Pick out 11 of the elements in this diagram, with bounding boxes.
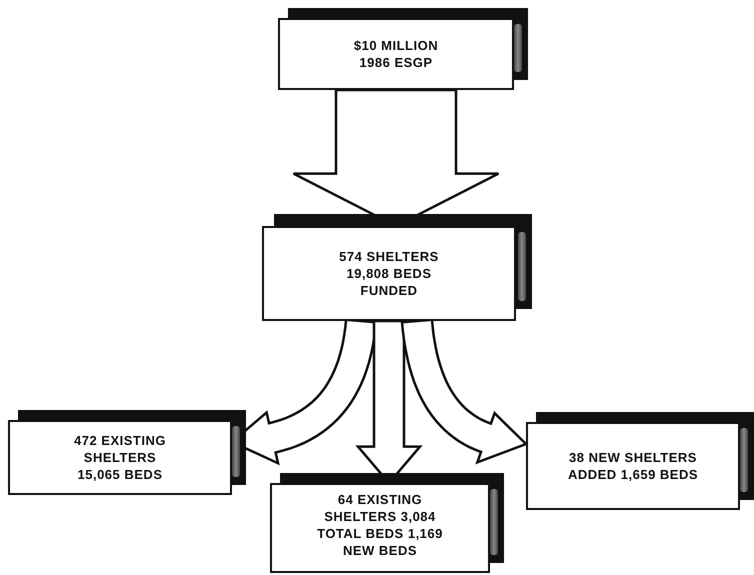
shadowed-box [526, 412, 754, 510]
shadowed-box [270, 473, 504, 573]
shadowed-box [278, 8, 528, 90]
shadowed-box [262, 214, 532, 321]
block-arrow [400, 318, 528, 464]
box-text: 574 SHELTERS 19,808 BEDS FUNDED [338, 248, 440, 299]
box-text: 472 EXISTING SHELTERS 15,065 BEDS [73, 432, 167, 483]
box-text: 38 NEW SHELTERS ADDED 1,659 BEDS [566, 449, 700, 483]
shadowed-box [8, 410, 246, 495]
box-text: $10 MILLION 1986 ESGP [352, 37, 440, 71]
box-text: 64 EXISTING SHELTERS 3,084 TOTAL BEDS 1,169 NEW BEDS [316, 491, 444, 559]
